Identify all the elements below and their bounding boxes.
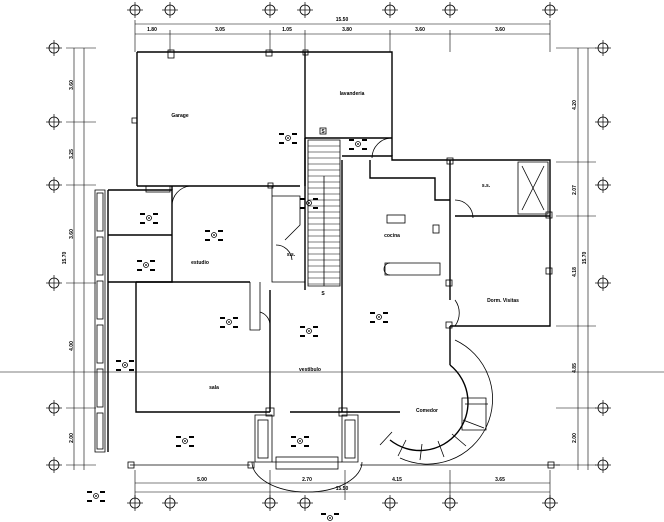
dim-bottom-seg: 4.15 (392, 477, 402, 483)
dim-right-seg: 4.85 (572, 363, 578, 373)
room-labels: Garage lavanderia estudio cocina sala ve… (171, 91, 519, 414)
room-label-vestibulo: vestibulo (299, 367, 321, 373)
axis-marker (382, 2, 398, 18)
axis-marker (46, 114, 62, 130)
axis-marker (162, 495, 178, 511)
dim-right-total: 15.70 (582, 252, 588, 265)
room-label-garage: Garage (171, 113, 188, 119)
dim-bottom-seg: 5.00 (197, 477, 207, 483)
room-label-estudio: estudio (191, 260, 209, 266)
room-label-ss-right: s.s. (482, 183, 491, 189)
room-label-cocina: cocina (384, 233, 400, 239)
dim-bottom-seg: 2.70 (302, 477, 312, 483)
walls (94, 49, 560, 493)
room-label-comedor: Comedor (416, 408, 438, 414)
stair-mark-down: S (321, 291, 325, 297)
room-label-sala: sala (209, 385, 219, 391)
light-fixture-icon (321, 513, 339, 521)
dim-right-seg: 2.00 (572, 433, 578, 443)
light-fixtures (87, 133, 388, 521)
stairs (307, 139, 341, 287)
axis-marker (46, 177, 62, 193)
dim-left-seg: 2.00 (69, 433, 75, 443)
dim-bottom-seg: 3.65 (495, 477, 505, 483)
dim-top-seg: 3.05 (215, 27, 225, 33)
light-fixture-icon (291, 436, 309, 447)
dimension-texts: 15.50 1.80 3.05 1.05 3.80 3.60 3.60 15.5… (62, 17, 588, 492)
axis-marker (262, 2, 278, 18)
dim-top-seg: 1.05 (282, 27, 292, 33)
axis-marker (542, 2, 558, 18)
axis-marker (297, 2, 313, 18)
axis-marker (46, 400, 62, 416)
light-fixture-icon (300, 198, 318, 209)
axis-marker (442, 2, 458, 18)
dim-bottom-total: 15.50 (336, 486, 349, 492)
axis-marker (46, 275, 62, 291)
axis-marker (382, 495, 398, 511)
light-fixture-icon (370, 312, 388, 323)
dim-right-seg: 4.18 (572, 267, 578, 277)
windows-left (96, 192, 104, 450)
light-fixture-icon (176, 436, 194, 447)
axis-marker (162, 2, 178, 18)
light-fixture-icon (137, 260, 155, 271)
dim-top-seg: 3.60 (415, 27, 425, 33)
dim-right-seg: 4.20 (572, 100, 578, 110)
room-label-ss-left: s.s. (287, 252, 296, 258)
dim-top-seg: 1.80 (147, 27, 157, 33)
dimension-lines (66, 20, 596, 500)
light-fixture-icon (279, 133, 297, 144)
axis-marker (127, 2, 143, 18)
dim-left-seg: 3.25 (69, 149, 75, 159)
dim-left-seg: 3.60 (69, 229, 75, 239)
axis-markers (46, 2, 611, 511)
light-fixture-icon (116, 360, 134, 371)
dim-left-seg: 4.00 (69, 341, 75, 351)
dim-right-seg: 2.07 (572, 185, 578, 195)
axis-marker (595, 177, 611, 193)
dim-top-total: 15.50 (336, 17, 349, 23)
axis-marker (297, 495, 313, 511)
light-fixture-icon (300, 326, 318, 337)
light-fixture-icon (205, 230, 223, 241)
axis-marker (595, 275, 611, 291)
axis-marker (595, 114, 611, 130)
light-fixture-icon (349, 139, 367, 150)
stair-mark-up: S (321, 129, 325, 135)
axis-marker (46, 457, 62, 473)
dim-top-seg: 3.80 (342, 27, 352, 33)
axis-marker (46, 40, 62, 56)
axis-marker (595, 400, 611, 416)
axis-marker (595, 40, 611, 56)
dim-left-total: 15.70 (62, 252, 68, 265)
dim-left-seg: 3.60 (69, 80, 75, 90)
light-fixture-icon (140, 213, 158, 224)
room-label-lavanderia: lavanderia (340, 91, 365, 97)
light-fixture-icon (220, 317, 238, 328)
room-label-dorm-visitas: Dorm. Visitas (487, 298, 519, 304)
light-fixture-icon (87, 491, 105, 502)
axis-marker (595, 457, 611, 473)
dim-top-seg: 3.60 (495, 27, 505, 33)
